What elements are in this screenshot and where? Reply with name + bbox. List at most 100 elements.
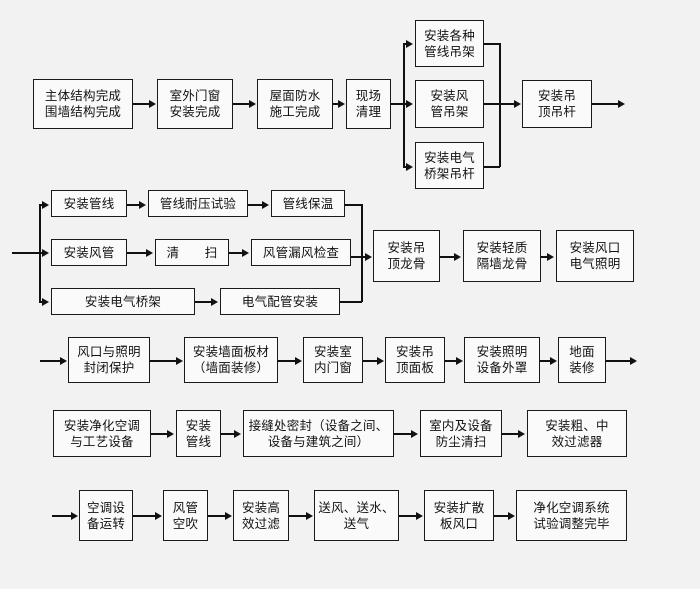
node-line: 顶吊杆 [537, 104, 577, 119]
flow-node-n31[interactable]: 空调设 备运转 [79, 490, 133, 541]
flow-node-n19[interactable]: 安装风口 电气照明 [556, 230, 634, 282]
node-line: 清 扫 [166, 244, 218, 260]
arrow-head [249, 100, 256, 108]
node-line: 送气 [343, 515, 370, 531]
connector-fanout-mid [403, 103, 408, 105]
flow-node-n6[interactable]: 安装风 管吊架 [415, 80, 484, 128]
flow-node-n22[interactable]: 安装室 内门窗 [303, 337, 363, 383]
arrow-head [42, 249, 49, 257]
connector-n32-n33 [208, 515, 226, 517]
connector-n2-n3 [233, 103, 250, 105]
node-line: 安装管线 [63, 195, 115, 211]
flow-node-n27[interactable]: 安装 管线 [176, 410, 221, 457]
connector-fanout-top [403, 43, 408, 45]
arrow-head [406, 40, 413, 48]
connector-n12-n13 [127, 252, 147, 254]
connector-n20-n21 [150, 360, 177, 362]
flow-node-n24[interactable]: 安装照明 设备外罩 [464, 337, 540, 383]
flow-node-n7[interactable]: 安装电气 桥架吊杆 [415, 142, 484, 189]
flow-node-n17[interactable]: 安装吊 顶龙骨 [373, 230, 440, 282]
flow-node-n2[interactable]: 室外门窗 安装完成 [157, 79, 233, 129]
connector-n16-merge [340, 301, 362, 303]
connector-n4-fanout [391, 103, 405, 105]
arrow-head [42, 201, 49, 209]
arrow-head [225, 512, 232, 520]
flow-node-n11[interactable]: 管线保温 [271, 190, 345, 217]
arrow-head [338, 100, 345, 108]
flow-node-n32[interactable]: 风管 空吹 [163, 490, 208, 541]
node-line: 室外门窗 [169, 88, 221, 103]
node-line: 安装风 [430, 88, 469, 103]
arrow-head [211, 298, 218, 306]
arrow-head [60, 357, 67, 365]
flow-node-n33[interactable]: 安装高 效过滤 [233, 490, 289, 541]
connector-n11-merge [345, 204, 362, 206]
connector-n28-n29 [394, 433, 412, 435]
arrow-head [514, 100, 521, 108]
arrow-head [306, 512, 313, 520]
node-line: 安装电气桥架 [84, 293, 162, 309]
flow-node-n13[interactable]: 清 扫 [155, 239, 229, 266]
connector-fanout-bot [403, 166, 408, 168]
flow-node-n16[interactable]: 电气配管安装 [220, 288, 340, 315]
node-line: 围墙结构完成 [44, 104, 122, 119]
node-line: （墙面装修） [192, 360, 270, 375]
node-line: 安装风口 [569, 240, 621, 255]
flow-node-n20[interactable]: 风口与照明 封闭保护 [68, 337, 150, 383]
node-line: 安装完成 [169, 104, 221, 119]
flow-node-n3[interactable]: 屋面防水 施工完成 [257, 79, 333, 129]
connector-n13-n14 [229, 252, 243, 254]
flow-node-n4[interactable]: 现场 清理 [346, 79, 391, 129]
flow-node-n15[interactable]: 安装电气桥架 [51, 288, 195, 315]
node-line: 桥架吊杆 [424, 165, 475, 181]
arrow-head [454, 253, 461, 261]
node-line: 设备外罩 [476, 360, 528, 375]
connector-n35-n36 [494, 515, 509, 517]
flow-node-n23[interactable]: 安装吊 顶面板 [385, 337, 445, 383]
node-line: 顶面板 [395, 360, 435, 375]
arrow-head [149, 100, 156, 108]
flow-node-n9[interactable]: 安装管线 [51, 190, 127, 217]
flow-node-n5[interactable]: 安装各种 管线吊架 [415, 20, 484, 67]
flow-node-n18[interactable]: 安装轻质 隔墙龙骨 [463, 230, 541, 282]
arrow-head [155, 512, 162, 520]
arrow-head [630, 357, 637, 365]
flow-node-n34[interactable]: 送风、送水、 送气 [314, 490, 399, 541]
connector-n31-n32 [133, 515, 156, 517]
node-line: 安装扩散 [433, 499, 485, 515]
arrow-head [71, 512, 78, 520]
node-line: 安装吊 [537, 88, 577, 103]
flow-node-n10[interactable]: 管线耐压试验 [148, 190, 248, 217]
connector-n15-n16 [195, 301, 212, 303]
connector-n9-n10 [127, 204, 140, 206]
flow-node-n30[interactable]: 安装粗、中 效过滤器 [527, 410, 627, 457]
node-line: 与工艺设备 [70, 433, 134, 449]
connector-row2-mid [39, 252, 44, 254]
arrow-head [547, 253, 554, 261]
flow-node-n1[interactable]: 主体结构完成 围墙结构完成 [33, 79, 133, 129]
flow-node-n8[interactable]: 安装吊 顶吊杆 [522, 80, 592, 128]
node-line: 空吹 [172, 515, 199, 531]
connector-n26-n27 [151, 433, 168, 435]
arrow-head [377, 357, 384, 365]
node-line: 空调设 [86, 499, 126, 515]
flow-node-n14[interactable]: 风管漏风检查 [251, 239, 351, 266]
flow-node-n35[interactable]: 安装扩散 板风口 [424, 490, 494, 541]
flow-node-n28[interactable]: 接缝处密封（设备之间、 设备与建筑之间） [243, 410, 394, 457]
connector-row2-entry [12, 252, 40, 254]
connector-n17-n18 [440, 256, 455, 258]
flow-node-n26[interactable]: 安装净化空调 与工艺设备 [53, 410, 151, 457]
arrow-head [262, 201, 269, 209]
flow-node-n36[interactable]: 净化空调系统 试验调整完毕 [516, 490, 627, 541]
flow-node-n12[interactable]: 安装风管 [51, 239, 127, 266]
connector-merge-bus [499, 43, 501, 167]
connector-merge-n8 [484, 103, 515, 105]
flow-node-n25[interactable]: 地面 装修 [558, 337, 606, 383]
flow-node-n29[interactable]: 室内及设备 防尘清扫 [420, 410, 502, 457]
node-line: 备运转 [86, 515, 126, 531]
flow-node-n21[interactable]: 安装墙面板材 （墙面装修） [184, 337, 278, 383]
arrow-head [406, 100, 413, 108]
node-line: 封闭保护 [83, 360, 135, 375]
node-line: 管吊架 [430, 104, 469, 119]
